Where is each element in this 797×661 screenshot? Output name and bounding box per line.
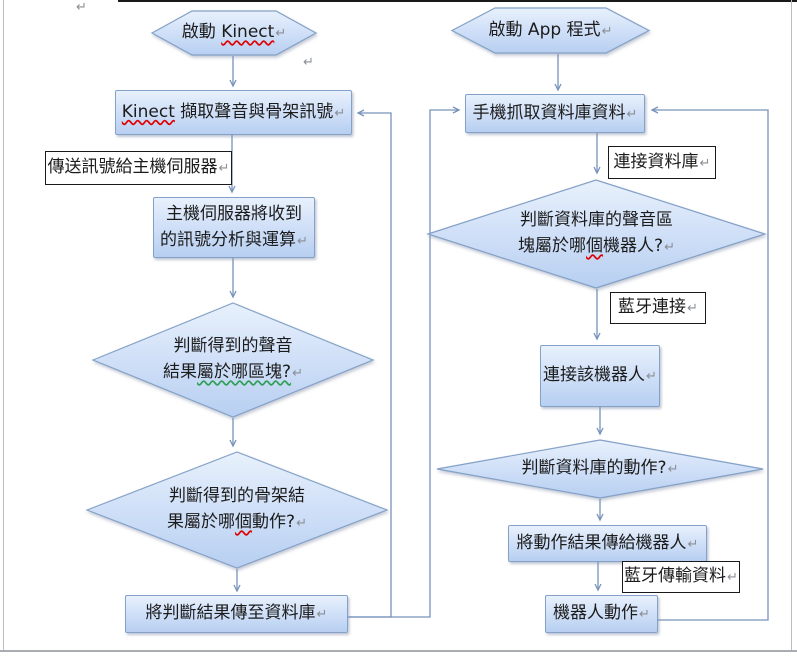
page-border-right bbox=[791, 0, 792, 651]
server-process-box: 主機伺服器將收到 的訊號分析與運算↵ bbox=[153, 197, 315, 258]
robot-action-box: 機器人動作↵ bbox=[545, 595, 658, 633]
paragraph-mark: ↵ bbox=[687, 301, 698, 316]
paragraph-mark: ↵ bbox=[334, 105, 346, 121]
paragraph-mark: ↵ bbox=[727, 570, 738, 585]
send-signal-text: 傳送訊號給主機伺服器↵ bbox=[47, 157, 230, 177]
paragraph-mark: ↵ bbox=[218, 161, 230, 176]
connect-robot-text: 連接該機器人↵ bbox=[543, 365, 657, 385]
paragraph-mark: ↵ bbox=[699, 155, 711, 171]
bt-transfer-text: 藍牙傳輸資料↵ bbox=[624, 566, 738, 586]
connector-robotaction-loop-to-fetch bbox=[650, 106, 769, 621]
paragraph-mark: ↵ bbox=[303, 55, 314, 70]
voice-decision-diamond bbox=[91, 302, 375, 418]
send-action-text: 將動作結果傳給機器人↵ bbox=[516, 532, 699, 553]
connect-robot-box: 連接該機器人↵ bbox=[540, 345, 660, 407]
start-app-hexagon bbox=[450, 7, 651, 54]
paragraph-mark: ↵ bbox=[297, 233, 308, 249]
paragraph-mark: ↵ bbox=[76, 0, 87, 15]
action-decision-diamond bbox=[436, 439, 764, 499]
bt-transfer-label: 藍牙傳輸資料↵ bbox=[622, 561, 740, 593]
send-action-box: 將動作結果傳給機器人↵ bbox=[508, 525, 707, 562]
paragraph-mark: ↵ bbox=[639, 607, 650, 622]
connector-store-to-fetch bbox=[348, 106, 461, 618]
page-border-left bbox=[3, 0, 4, 651]
voice-zone-decision-diamond bbox=[426, 179, 767, 289]
kinect-capture-box: Kinect 擷取聲音與骨架訊號↵ bbox=[115, 90, 352, 135]
send-signal-label: 傳送訊號給主機伺服器↵ bbox=[45, 151, 232, 185]
page-border-bottom bbox=[0, 650, 797, 652]
kinect-word: Kinect bbox=[121, 101, 175, 122]
start-kinect-hexagon bbox=[150, 10, 318, 56]
bt-connect-label: 藍牙連接↵ bbox=[610, 292, 706, 324]
paragraph-mark: ↵ bbox=[626, 106, 638, 122]
server-process-text: 主機伺服器將收到 的訊號分析與運算↵ bbox=[160, 203, 308, 250]
fetch-db-box: 手機抓取資料庫資料↵ bbox=[465, 94, 645, 133]
store-result-text: 將判斷結果傳至資料庫↵ bbox=[145, 603, 328, 623]
paragraph-mark: ↵ bbox=[687, 536, 699, 552]
fetch-db-text: 手機抓取資料庫資料↵ bbox=[472, 102, 638, 123]
connect-db-label: 連接資料庫↵ bbox=[608, 146, 716, 179]
connect-db-text: 連接資料庫↵ bbox=[613, 151, 711, 172]
bt-connect-text: 藍牙連接↵ bbox=[618, 297, 698, 317]
store-result-box: 將判斷結果傳至資料庫↵ bbox=[125, 595, 348, 633]
paragraph-mark: ↵ bbox=[316, 607, 328, 622]
robot-action-text: 機器人動作↵ bbox=[553, 603, 650, 623]
kinect-capture-text: Kinect 擷取聲音與骨架訊號↵ bbox=[121, 101, 346, 122]
skeleton-decision-diamond bbox=[85, 451, 389, 569]
top-rule bbox=[118, 0, 797, 2]
paragraph-mark: ↵ bbox=[646, 369, 657, 384]
